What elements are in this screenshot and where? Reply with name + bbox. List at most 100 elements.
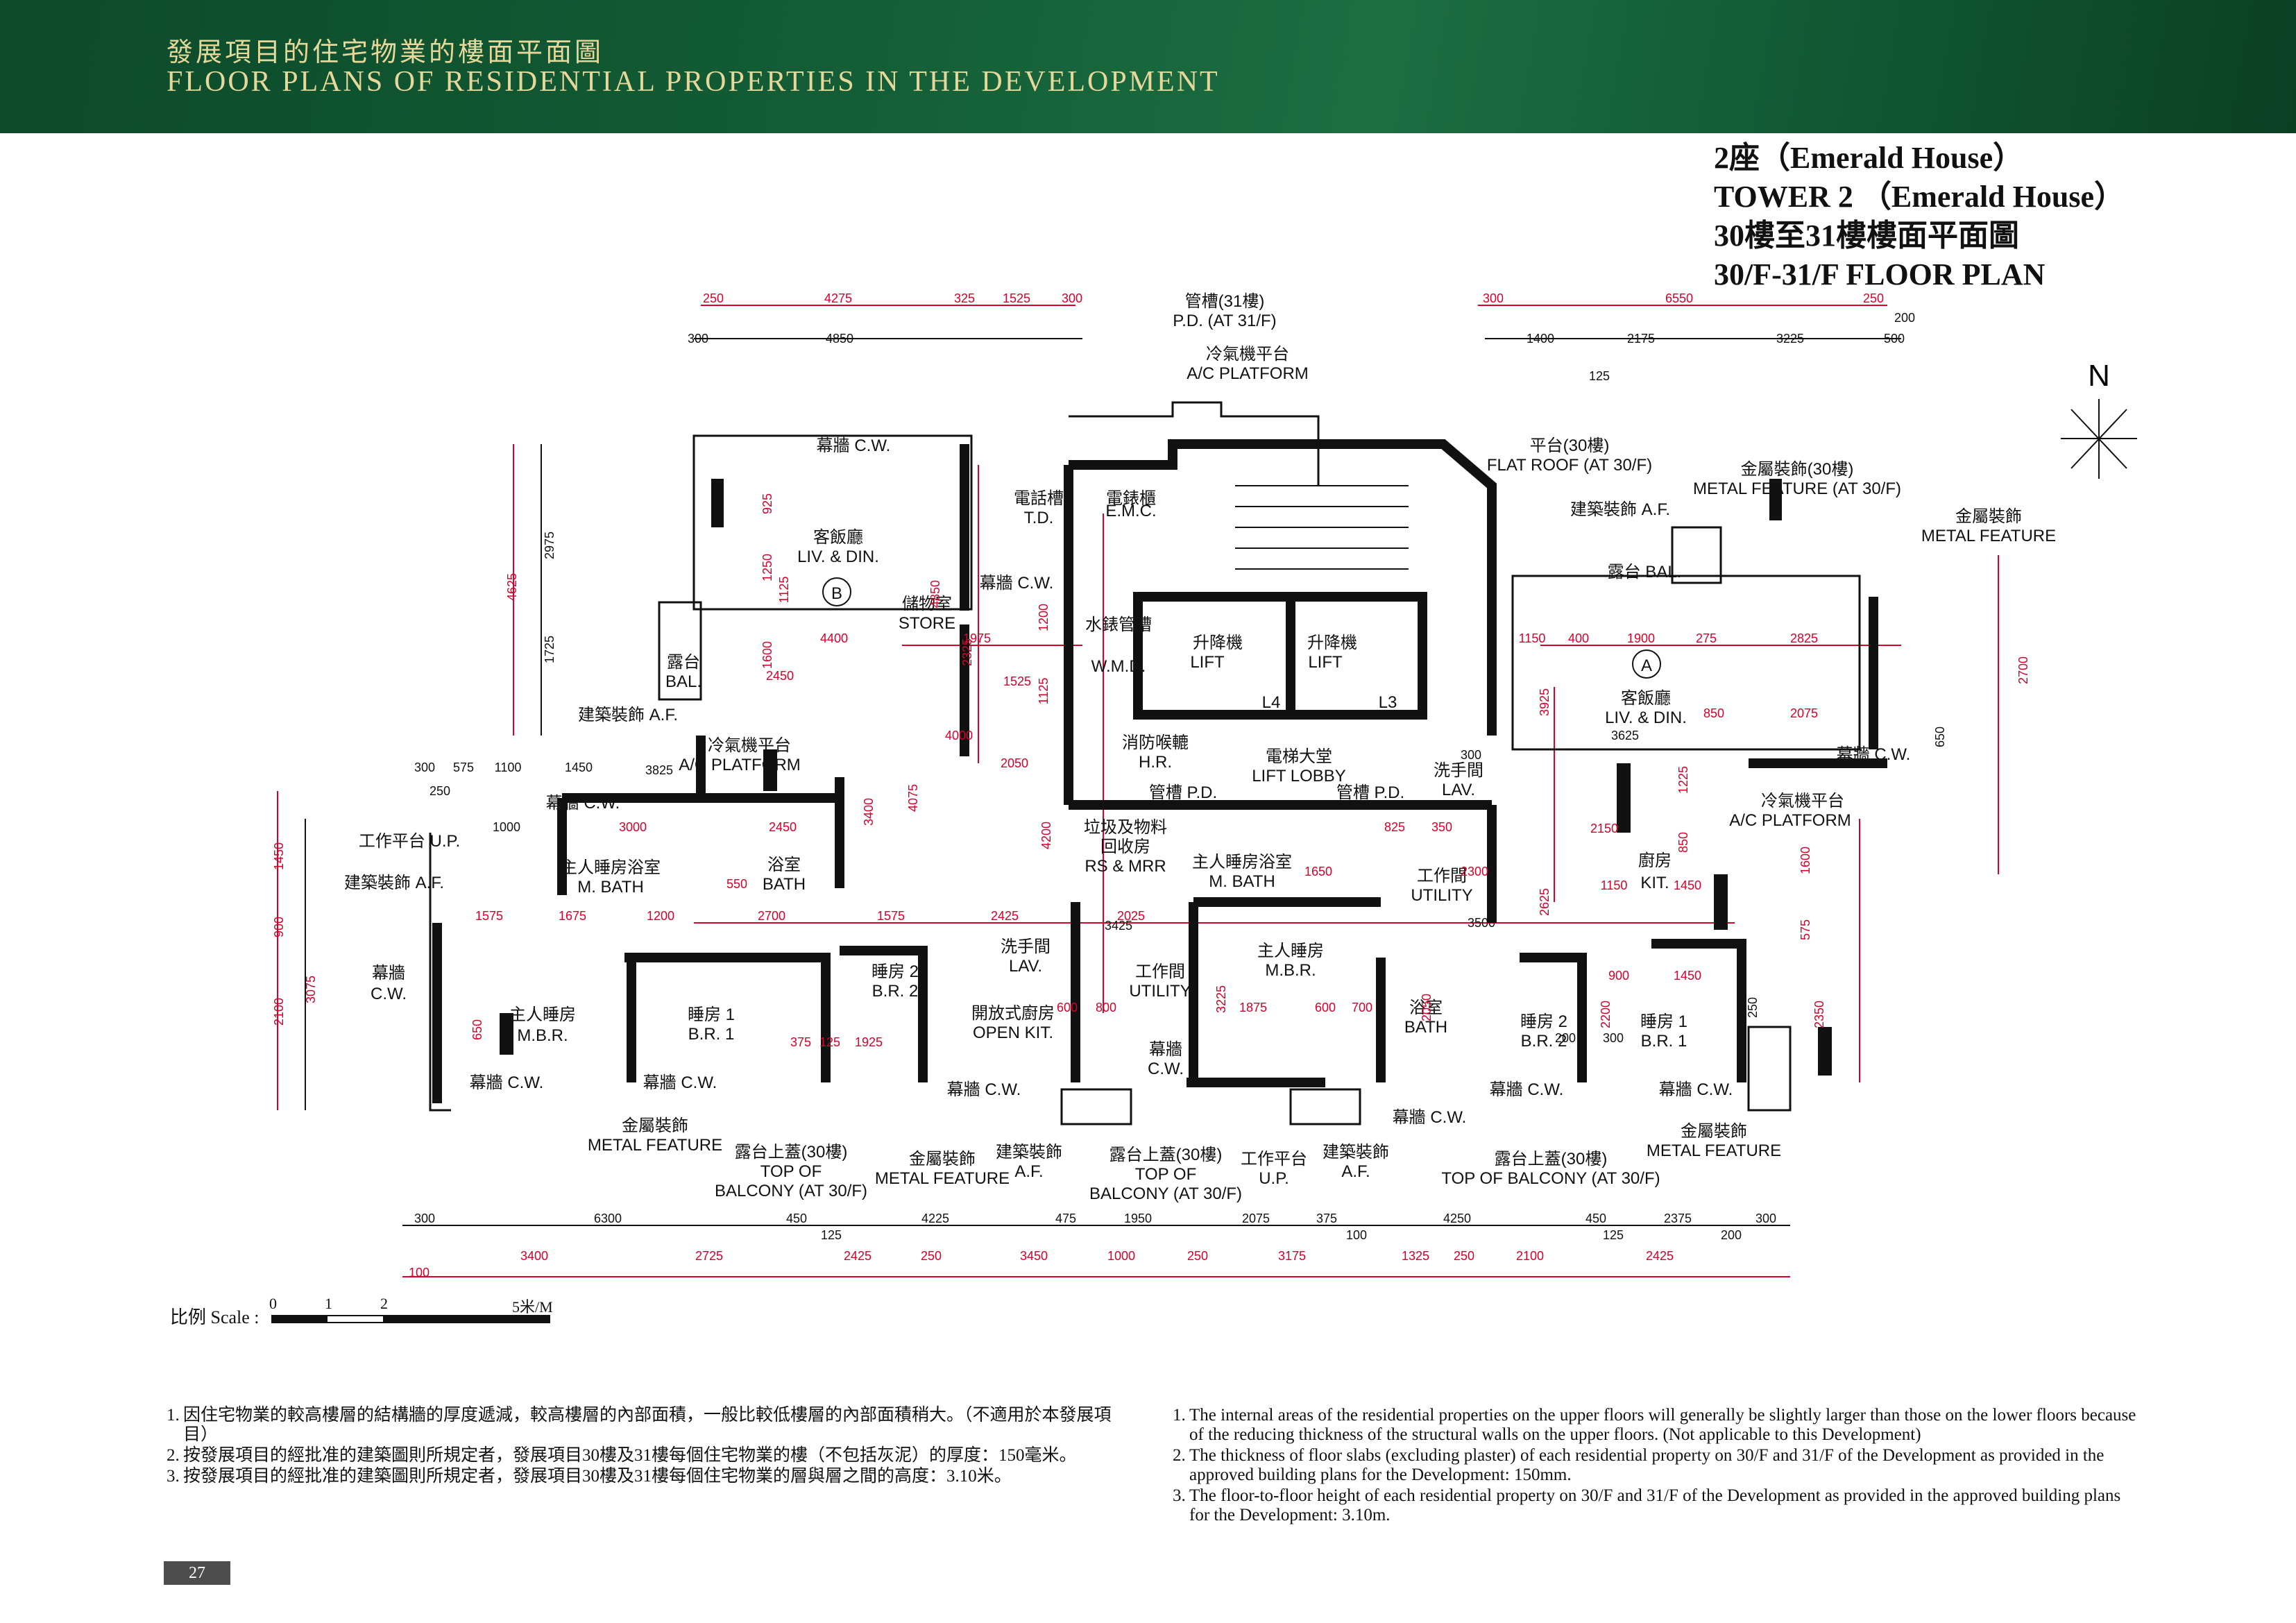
dim-in-70: 650 [470, 1019, 484, 1040]
thin-outlines [429, 401, 1861, 1125]
label-br2-b-en: B.R. 2 [872, 982, 919, 1001]
scale-bar [271, 1315, 550, 1323]
dim-bot-11: 300 [1755, 1212, 1776, 1225]
label-rs-en: RS & MRR [1085, 857, 1166, 876]
plan-title: 2座（Emerald House） TOWER 2 （Emerald House… [1714, 139, 2125, 294]
label-store-zh: 儲物室 [902, 595, 952, 613]
label-lift-zh-1: 升降機 [1193, 634, 1243, 652]
dim-in-38: 300 [1461, 748, 1481, 762]
label-mbr-a-en: M.B.R. [1265, 961, 1316, 980]
column-blocks [500, 479, 1832, 1076]
label-hr-en: H.R. [1139, 753, 1172, 772]
dim-in-11: 1575 [877, 909, 905, 923]
dim-in-32: 200 [1555, 1031, 1576, 1045]
dim-in-31: 300 [1603, 1031, 1624, 1045]
label-pd-1: 管槽 P.D. [1149, 783, 1217, 802]
dim-in-84: 1125 [1037, 678, 1051, 705]
note-en-3: 3. The floor-to-floor height of each res… [1173, 1486, 2144, 1525]
dim-in-76: 1125 [777, 577, 791, 604]
label-mf-c-zh: 金屬裝飾 [909, 1150, 976, 1169]
label-cw-b1: 幕牆 C.W. [470, 1073, 544, 1092]
label-liv-b-en: LIV. & DIN. [797, 547, 879, 566]
label-ac-right-en: A/C PLATFORM [1729, 811, 1851, 830]
label-hr-zh: 消防喉轆 [1122, 733, 1189, 752]
dim-bot-27: 100 [1346, 1228, 1367, 1242]
label-topbal-c-en1: TOP OF [1135, 1165, 1196, 1184]
dims-bottom: 300 6300 450 4225 475 1950 2075 375 4250… [409, 1212, 1776, 1280]
dim-top-11: 1400 [1527, 332, 1554, 346]
dim-top-5: 300 [688, 332, 708, 346]
label-cw-util-en: C.W. [1148, 1060, 1184, 1078]
label-emc-en: E.M.C. [1105, 502, 1156, 520]
note-en-1: 1. The internal areas of the residential… [1173, 1406, 2144, 1445]
label-mf-b-en: METAL FEATURE [588, 1136, 722, 1155]
label-cw-a1: 幕牆 C.W. [1393, 1108, 1467, 1127]
unit-b-marker: B [831, 584, 842, 603]
dim-bot-1: 6300 [594, 1212, 622, 1225]
dim-in-57: 3925 [1538, 688, 1551, 716]
dim-top-2: 325 [954, 291, 975, 305]
label-lift-en-1: LIFT [1190, 653, 1225, 672]
dims-top: 250 4275 325 1525 300 300 4850 300 6550 … [688, 291, 1915, 383]
label-mf-c-en: METAL FEATURE [875, 1169, 1010, 1188]
dim-bot-28: 200 [1721, 1228, 1742, 1242]
dim-in-34: 300 [414, 760, 435, 774]
label-up-left: 工作平台 U.P. [359, 832, 460, 851]
note-zh-3-num: 3. [167, 1467, 180, 1486]
label-lav-b-en: LAV. [1009, 957, 1042, 976]
scale-label: 比例 Scale : [170, 1307, 260, 1327]
label-bal-en: BAL. [665, 672, 701, 691]
dim-top-8: 6550 [1665, 291, 1693, 305]
label-cw-a2: 幕牆 C.W. [1490, 1080, 1564, 1099]
label-pd-2: 管槽 P.D. [1336, 783, 1404, 802]
label-kit-zh: 廚房 [1638, 851, 1672, 870]
dim-in-47: 350 [1431, 820, 1452, 834]
page-number: 27 [164, 1561, 230, 1585]
dim-in-0: 4400 [820, 631, 848, 645]
label-util-b-zh: 工作間 [1135, 962, 1185, 981]
dim-in-36: 1100 [495, 760, 522, 774]
dim-in-5: 2450 [766, 669, 794, 683]
label-td-zh: 電話槽 [1014, 489, 1064, 508]
label-af-c-zh: 建築裝飾 [996, 1143, 1062, 1162]
label-topbal-c-zh: 露台上蓋(30樓) [1109, 1146, 1223, 1164]
dim-in-71: 4625 [505, 573, 519, 601]
dim-top-15: 125 [1589, 369, 1610, 383]
label-rs-zh-1: 垃圾及物料 [1084, 818, 1167, 837]
label-mbr-a-zh: 主人睡房 [1257, 942, 1324, 960]
label-mbr-b-en: M.B.R. [517, 1026, 568, 1045]
label-topbal-b-zh: 露台上蓋(30樓) [735, 1143, 848, 1162]
staircase [1235, 485, 1409, 570]
dim-in-46: 825 [1384, 820, 1405, 834]
scale-mark-2: 2 [380, 1295, 388, 1312]
dim-in-13: 2025 [1117, 909, 1145, 923]
dim-in-7: 1575 [475, 909, 503, 923]
dim-in-2: 1525 [1003, 674, 1031, 688]
label-br2-a-zh: 睡房 2 [1520, 1012, 1567, 1031]
label-mf-right-zh: 金屬裝飾 [1955, 507, 2022, 526]
label-openkit-zh: 開放式廚房 [971, 1004, 1055, 1023]
dim-in-41: 3000 [619, 820, 647, 834]
label-up-c-en: U.P. [1259, 1169, 1289, 1188]
dim-in-58: 2700 [2016, 656, 2030, 684]
dim-top-3: 1525 [1003, 291, 1030, 305]
dim-in-28: 2075 [1790, 706, 1818, 720]
note-zh-1-text: 因住宅物業的較高樓層的結構牆的厚度遞減，較高樓層的內部面積，一般比較低樓層的內部… [183, 1406, 1112, 1444]
label-topbal-b-en1: TOP OF [760, 1162, 822, 1181]
label-cw-mbath: 幕牆 C.W. [546, 794, 620, 813]
dim-in-10: 2700 [758, 909, 785, 923]
note-zh-2: 2. 按發展項目的經批准的建築圖則所規定者，發展項目30樓及31樓每個住宅物業的… [167, 1446, 1131, 1465]
dim-in-59: 650 [1933, 726, 1947, 747]
notes-chinese: 1. 因住宅物業的較高樓層的結構牆的厚度遞減，較高樓層的內部面積，一般比較低樓層… [167, 1406, 1131, 1488]
structural-walls [432, 439, 1887, 1103]
label-topbal-b-en2: BALCONY (AT 30/F) [715, 1182, 867, 1200]
plan-title-line2: TOWER 2 （Emerald House） [1714, 180, 2125, 214]
label-mf-a-zh: 金屬裝飾 [1681, 1122, 1747, 1141]
dim-in-72: 2975 [543, 532, 556, 559]
dim-in-74: 925 [760, 493, 774, 514]
label-mf-right-en: METAL FEATURE [1921, 527, 2056, 545]
dimension-lines-black [305, 338, 1901, 1226]
dim-in-80: 4075 [906, 784, 920, 812]
dim-in-25: 275 [1696, 631, 1717, 645]
label-kit-en: KIT. [1640, 874, 1669, 892]
